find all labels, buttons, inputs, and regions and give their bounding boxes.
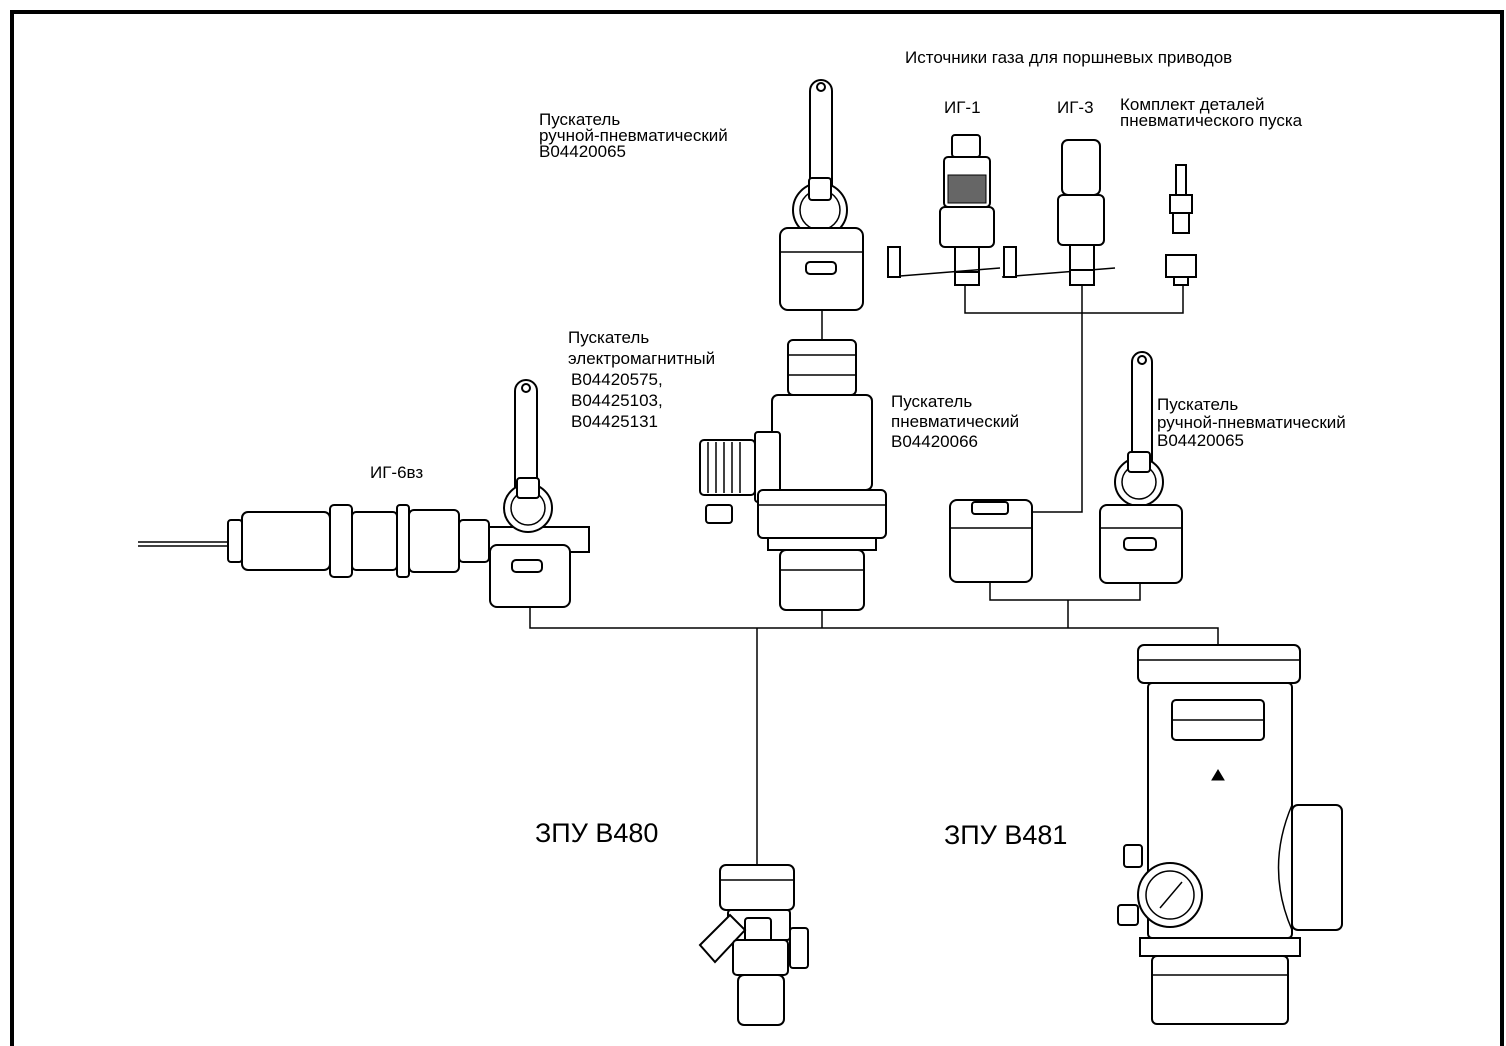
ig1-label: ИГ-1: [944, 100, 981, 116]
manual-starter-top-label: Пускатель ручной-пневматический В0442006…: [539, 112, 728, 160]
pneumatic-line2: пневматический: [891, 412, 1019, 432]
ig6-device: [138, 380, 589, 607]
electro-line5: В04425131: [571, 411, 715, 432]
ig6-label: ИГ-6вз: [370, 465, 423, 481]
kit-label: Комплект деталей пневматического пуска: [1120, 97, 1302, 129]
electro-line2: электромагнитный: [568, 348, 715, 369]
manual-right-line2: ручной-пневматический: [1157, 414, 1346, 432]
kit-label-line2: пневматического пуска: [1120, 113, 1302, 129]
electro-starter-label: Пускатель электромагнитный В04420575, В0…: [568, 327, 715, 432]
pneumatic-starter-label: Пускатель пневматический В04420066: [891, 392, 1019, 452]
gas-sources-title: Источники газа для поршневых приводов: [905, 50, 1232, 66]
electromagnetic-starter: [700, 340, 886, 610]
manual-starter-right-label: Пускатель ручной-пневматический В0442006…: [1157, 396, 1346, 450]
valve-b481: [1118, 645, 1342, 1024]
manual-starter-right: [1100, 352, 1182, 583]
pneumatic-line3: В04420066: [891, 432, 1019, 452]
manual-right-line1: Пускатель: [1157, 396, 1346, 414]
ig3-cylinder: [1002, 140, 1115, 285]
pneumatic-starter: [950, 500, 1032, 582]
electro-line3: В04420575,: [571, 369, 715, 390]
pneumatic-kit: [1166, 165, 1196, 285]
zpu481-label: ЗПУ В481: [944, 820, 1067, 850]
manual-starter-top: [780, 80, 863, 310]
ig3-label: ИГ-3: [1057, 100, 1094, 116]
zpu480-label: ЗПУ В480: [535, 818, 658, 848]
electro-line1: Пускатель: [568, 327, 715, 348]
pneumatic-line1: Пускатель: [891, 392, 1019, 412]
ig1-cylinder: [887, 135, 1000, 285]
manual-top-line3: В04420065: [539, 144, 728, 160]
manual-right-line3: В04420065: [1157, 432, 1346, 450]
electro-line4: В04425103,: [571, 390, 715, 411]
valve-b480: [700, 865, 808, 1025]
